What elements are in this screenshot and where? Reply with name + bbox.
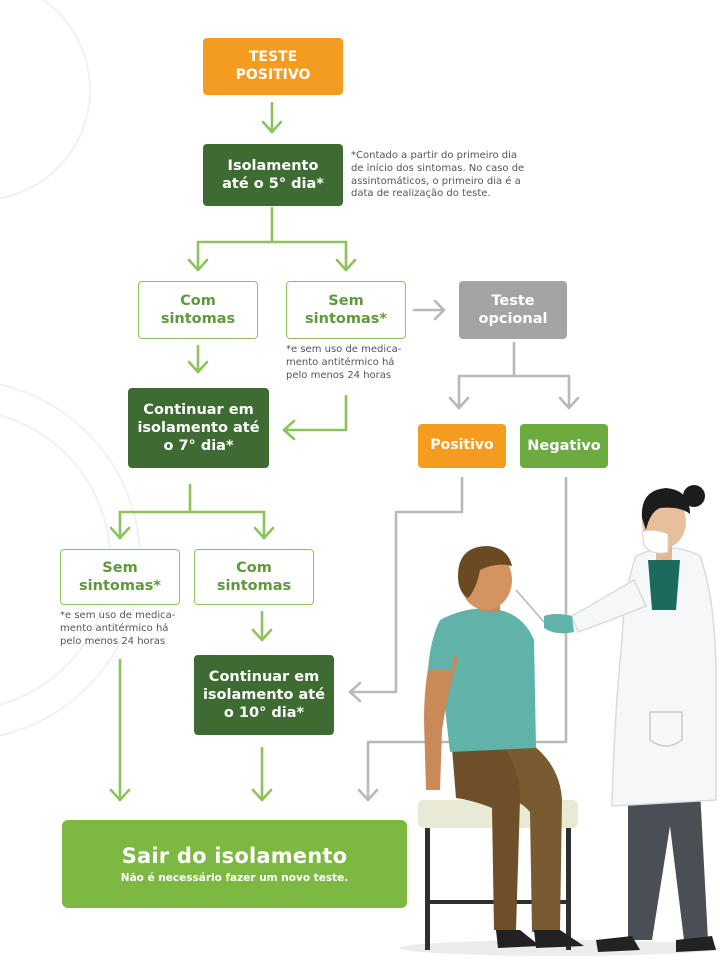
contado-note-line1: *Contado a partir do primeiro dia <box>351 150 518 161</box>
teste-positivo-box: TESTE POSITIVO <box>203 38 343 95</box>
antitermico-note-2: *e sem uso de medica- mento antitérmico … <box>60 610 190 648</box>
antitermico-1-line2: mento antitérmico há <box>286 356 395 368</box>
isolamento-5-line2: até o 5° dia* <box>222 176 324 192</box>
continuar-7-line1: Continuar em <box>143 401 254 418</box>
continuar-10-box: Continuar em isolamento até o 10° dia* <box>194 655 334 735</box>
sem-sintomas-1-line1: Sem <box>328 292 364 309</box>
contado-note: *Contado a partir do primeiro dia de iní… <box>351 150 571 201</box>
com-sintomas-box-1: Com sintomas <box>138 281 258 339</box>
antitermico-1-line1: *e sem uso de medica- <box>286 344 402 355</box>
teste-opcional-line2: opcional <box>478 311 548 327</box>
sem-sintomas-2-line1: Sem <box>102 559 138 576</box>
isolamento-5-line1: Isolamento <box>227 157 319 174</box>
antitermico-2-line3: pelo menos 24 horas <box>60 635 166 647</box>
sem-sintomas-box-2: Sem sintomas* <box>60 549 180 605</box>
sem-sintomas-box-1: Sem sintomas* <box>286 281 406 339</box>
com-sintomas-1-line2: sintomas <box>160 311 236 327</box>
negativo-box: Negativo <box>520 424 608 468</box>
continuar-10-line3: o 10° dia* <box>223 705 305 722</box>
com-sintomas-1-line1: Com <box>180 292 216 309</box>
negativo-label: Negativo <box>527 437 601 454</box>
continuar-7-line3: o 7° dia* <box>163 438 234 455</box>
teste-opcional-box: Teste opcional <box>459 281 567 339</box>
isolamento-5-box: Isolamento até o 5° dia* <box>203 144 343 206</box>
continuar-10-line1: Continuar em <box>208 668 320 685</box>
doctor-figure <box>515 485 717 952</box>
contado-note-line4: data de realização do teste. <box>351 188 491 200</box>
antitermico-note-1: *e sem uso de medica- mento antitérmico … <box>286 344 416 382</box>
patient-figure <box>424 546 584 948</box>
contado-note-line3: assintomáticos, o primeiro dia é a <box>351 175 521 187</box>
continuar-7-box: Continuar em isolamento até o 7° dia* <box>128 388 269 468</box>
com-sintomas-2-line2: sintomas <box>216 578 292 594</box>
antitermico-1-line3: pelo menos 24 horas <box>286 369 392 381</box>
com-sintomas-box-2: Com sintomas <box>194 549 314 605</box>
sem-sintomas-1-line2: sintomas* <box>305 311 387 327</box>
positivo-box: Positivo <box>418 424 506 468</box>
contado-note-line2: de início dos sintomas. No caso de <box>351 162 525 174</box>
teste-positivo-line1: TESTE <box>248 49 298 65</box>
continuar-7-line2: isolamento até <box>137 419 260 436</box>
floor-shadow <box>400 940 720 956</box>
teste-positivo-line2: POSITIVO <box>235 66 311 83</box>
teste-opcional-line1: Teste <box>491 292 535 309</box>
sair-isolamento-title: Sair do isolamento <box>121 844 348 869</box>
continuar-10-line2: isolamento até <box>202 686 326 703</box>
positivo-label: Positivo <box>430 437 494 454</box>
antitermico-2-line2: mento antitérmico há <box>60 622 169 634</box>
sair-isolamento-box: Sair do isolamento Não é necessário faze… <box>62 820 407 908</box>
sair-isolamento-subtitle: Não é necessário fazer um novo teste. <box>120 871 349 884</box>
antitermico-2-line1: *e sem uso de medica- <box>60 610 176 621</box>
sem-sintomas-2-line2: sintomas* <box>79 578 161 594</box>
com-sintomas-2-line1: Com <box>236 559 272 576</box>
